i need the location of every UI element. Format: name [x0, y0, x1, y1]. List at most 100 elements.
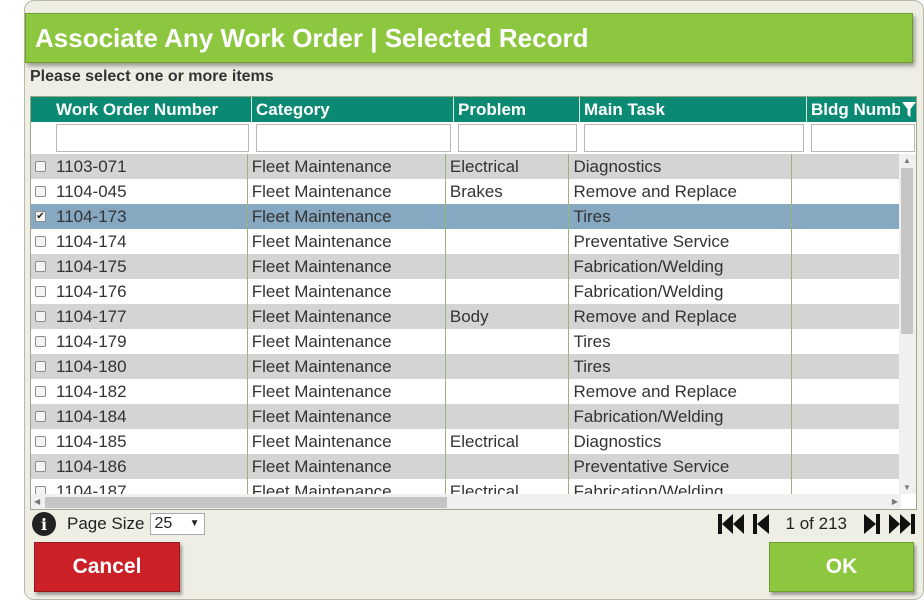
cell-work-order: ✔ 1104-173 — [31, 204, 248, 229]
filter-icon[interactable] — [900, 99, 916, 120]
cell-category: Fleet Maintenance — [248, 179, 446, 204]
column-header-problem[interactable]: Problem — [454, 97, 580, 122]
scroll-left-icon[interactable]: ◀ — [34, 497, 41, 506]
grid-header: Work Order Number Category Problem Main … — [31, 97, 917, 122]
scroll-up-icon[interactable]: ▲ — [903, 156, 911, 165]
work-order-number: 1104-173 — [56, 207, 127, 226]
row-checkbox[interactable] — [35, 236, 46, 247]
cell-main-task: Fabrication/Welding — [569, 279, 793, 304]
vertical-scrollbar[interactable]: ▲ ▼ — [899, 154, 916, 494]
work-order-number: 1104-186 — [56, 457, 127, 476]
horizontal-scrollbar[interactable]: ◀ ▶ — [31, 494, 901, 509]
row-checkbox[interactable] — [35, 486, 46, 494]
cell-problem: Brakes — [446, 179, 570, 204]
pager-nav: 1 of 213 — [716, 510, 917, 538]
column-header-main-task[interactable]: Main Task — [580, 97, 807, 122]
cell-bldg-number — [792, 479, 901, 494]
work-order-number: 1104-045 — [56, 182, 127, 201]
column-header-bldg-number[interactable]: Bldg Number — [811, 100, 917, 119]
row-checkbox[interactable] — [35, 261, 46, 272]
info-icon[interactable]: i — [32, 512, 56, 536]
cell-category: Fleet Maintenance — [248, 154, 446, 179]
cell-bldg-number — [792, 304, 901, 329]
first-page-icon[interactable] — [716, 510, 746, 538]
row-checkbox[interactable] — [35, 311, 46, 322]
cell-category: Fleet Maintenance — [248, 429, 446, 454]
row-checkbox[interactable] — [35, 461, 46, 472]
cell-category: Fleet Maintenance — [248, 404, 446, 429]
filter-input-bldg-number[interactable] — [811, 124, 915, 152]
cancel-button[interactable]: Cancel — [34, 542, 180, 592]
cell-work-order: 1104-186 — [31, 454, 248, 479]
cell-main-task: Fabrication/Welding — [569, 404, 793, 429]
cell-main-task: Preventative Service — [569, 454, 793, 479]
cell-main-task: Tires — [569, 204, 793, 229]
row-checkbox[interactable] — [35, 186, 46, 197]
cell-bldg-number — [792, 329, 901, 354]
cell-bldg-number — [792, 154, 901, 179]
row-checkbox[interactable] — [35, 161, 46, 172]
cell-bldg-number — [792, 379, 901, 404]
previous-page-icon[interactable] — [746, 510, 776, 538]
work-order-number: 1104-174 — [56, 232, 127, 251]
cell-main-task: Remove and Replace — [569, 379, 793, 404]
filter-input-main-task[interactable] — [584, 124, 804, 152]
work-order-number: 1104-177 — [56, 307, 127, 326]
horizontal-scroll-thumb[interactable] — [45, 497, 447, 508]
filter-input-category[interactable] — [256, 124, 451, 152]
last-page-icon[interactable] — [887, 510, 917, 538]
column-header-work-order[interactable]: Work Order Number — [31, 97, 252, 122]
cell-work-order: 1103-071 — [31, 154, 248, 179]
row-checkbox[interactable] — [35, 336, 46, 347]
cell-work-order: 1104-174 — [31, 229, 248, 254]
cell-problem — [446, 354, 570, 379]
cell-problem: Electrical — [446, 429, 570, 454]
chevron-down-icon: ▼ — [189, 518, 200, 529]
instruction-text: Please select one or more items — [30, 68, 274, 85]
row-checkbox[interactable] — [35, 411, 46, 422]
filter-input-problem[interactable] — [458, 124, 577, 152]
row-checkbox[interactable] — [35, 436, 46, 447]
cell-problem: Body — [446, 304, 570, 329]
next-page-icon[interactable] — [857, 510, 887, 538]
filter-input-work-order[interactable] — [56, 124, 249, 152]
row-checkbox[interactable] — [35, 361, 46, 372]
ok-button[interactable]: OK — [769, 542, 914, 592]
cell-main-task: Tires — [569, 354, 793, 379]
scroll-down-icon[interactable]: ▼ — [903, 483, 911, 492]
cell-problem — [446, 454, 570, 479]
cell-work-order: 1104-182 — [31, 379, 248, 404]
cell-work-order: 1104-180 — [31, 354, 248, 379]
row-checkbox[interactable] — [35, 386, 46, 397]
row-checkbox[interactable] — [35, 286, 46, 297]
cell-work-order: 1104-184 — [31, 404, 248, 429]
work-order-number: 1104-176 — [56, 282, 127, 301]
scroll-right-icon[interactable]: ▶ — [891, 497, 898, 506]
page-size-select[interactable]: 25 ▼ — [149, 513, 205, 535]
cell-category: Fleet Maintenance — [248, 304, 446, 329]
cell-main-task: Remove and Replace — [569, 179, 793, 204]
cell-bldg-number — [792, 429, 901, 454]
column-header-category[interactable]: Category — [252, 97, 454, 122]
cell-work-order: 1104-187 — [31, 479, 248, 494]
cell-problem — [446, 379, 570, 404]
cell-bldg-number — [792, 254, 901, 279]
vertical-scroll-thumb[interactable] — [901, 168, 913, 334]
cell-main-task: Tires — [569, 329, 793, 354]
row-checkbox[interactable]: ✔ — [35, 210, 46, 222]
